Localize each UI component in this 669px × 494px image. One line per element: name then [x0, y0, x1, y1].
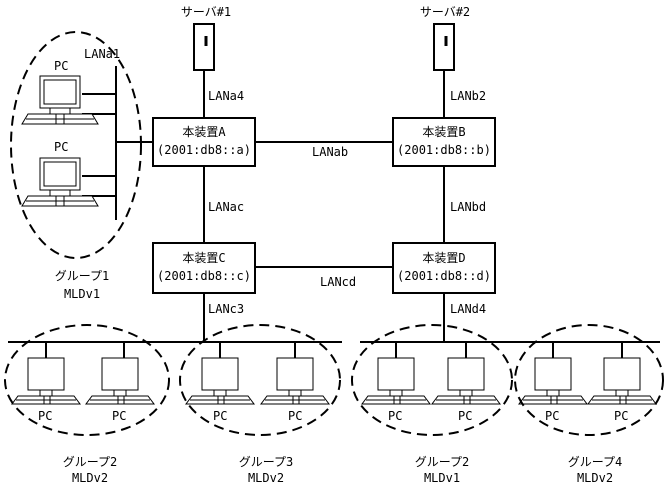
pc-g2-left-2: PC: [85, 357, 155, 423]
device-a-name: 本装置A: [182, 125, 226, 139]
group-2-left-boundary: [4, 324, 170, 436]
pc-drops-bottom: [45, 342, 623, 358]
pc-label: PC: [54, 140, 68, 154]
pc-label: PC: [213, 409, 227, 423]
group-2-right-boundary: [351, 324, 513, 436]
pc-g1-2: PC: [21, 140, 99, 207]
lan-bd-label: LANbd: [450, 200, 486, 214]
group-2-right-name: グループ2: [415, 455, 470, 469]
group-4-mld: MLDv2: [577, 471, 613, 485]
device-a: 本装置A (2001:db8::a): [152, 117, 256, 167]
lan-ac-label: LANac: [208, 200, 244, 214]
pc-label: PC: [545, 409, 559, 423]
pc-g3-2: PC: [260, 357, 330, 423]
device-d-address: (2001:db8::d): [397, 269, 491, 283]
device-d: 本装置D (2001:db8::d): [392, 242, 496, 294]
group-3-mld: MLDv2: [248, 471, 284, 485]
device-d-name: 本装置D: [422, 251, 465, 265]
pc-label: PC: [38, 409, 52, 423]
device-b-name: 本装置B: [422, 125, 465, 139]
group-4-name: グループ4: [568, 455, 623, 469]
device-c-address: (2001:db8::c): [157, 269, 251, 283]
lan-cd-label: LANcd: [320, 275, 356, 289]
server-2-label: サーバ#2: [420, 5, 470, 19]
pc-g2-left-1: PC: [11, 357, 81, 423]
lan-b2-label: LANb2: [450, 89, 486, 103]
pc-g2-right-2: PC: [431, 357, 501, 423]
pc-g4-1: PC: [518, 357, 588, 423]
device-b-address: (2001:db8::b): [397, 143, 491, 157]
pc-label: PC: [458, 409, 472, 423]
pc-label: PC: [614, 409, 628, 423]
lan-a4-label: LANa4: [208, 89, 244, 103]
device-a-address: (2001:db8::a): [157, 143, 251, 157]
pc-g4-2: PC: [587, 357, 657, 423]
server-1: サーバ#1: [181, 5, 231, 72]
group-3-name: グループ3: [239, 455, 294, 469]
group-4-boundary: [514, 324, 664, 436]
pc-label: PC: [388, 409, 402, 423]
group-2-left-name: グループ2: [63, 455, 118, 469]
server-2: サーバ#2: [420, 5, 470, 72]
device-b: 本装置B (2001:db8::b): [392, 117, 496, 167]
pc-g3-1: PC: [185, 357, 255, 423]
pc-g2-right-1: PC: [361, 357, 431, 423]
pc-g1-1: PC: [21, 59, 99, 125]
group-1-mld: MLDv1: [64, 287, 100, 301]
pc-label: PC: [288, 409, 302, 423]
lan-ab-label: LANab: [312, 145, 348, 159]
lan-d4-label: LANd4: [450, 302, 486, 316]
group-2-right-mld: MLDv1: [424, 471, 460, 485]
group-2-left-mld: MLDv2: [72, 471, 108, 485]
group-1-name: グループ1: [55, 269, 110, 283]
device-c-name: 本装置C: [182, 251, 225, 265]
server-1-label: サーバ#1: [181, 5, 231, 19]
lan-c3-label: LANc3: [208, 302, 244, 316]
group-1-boundary: [10, 31, 142, 259]
group-3-boundary: [179, 324, 341, 436]
pc-label: PC: [54, 59, 68, 73]
device-c: 本装置C (2001:db8::c): [152, 242, 256, 294]
pc-label: PC: [112, 409, 126, 423]
